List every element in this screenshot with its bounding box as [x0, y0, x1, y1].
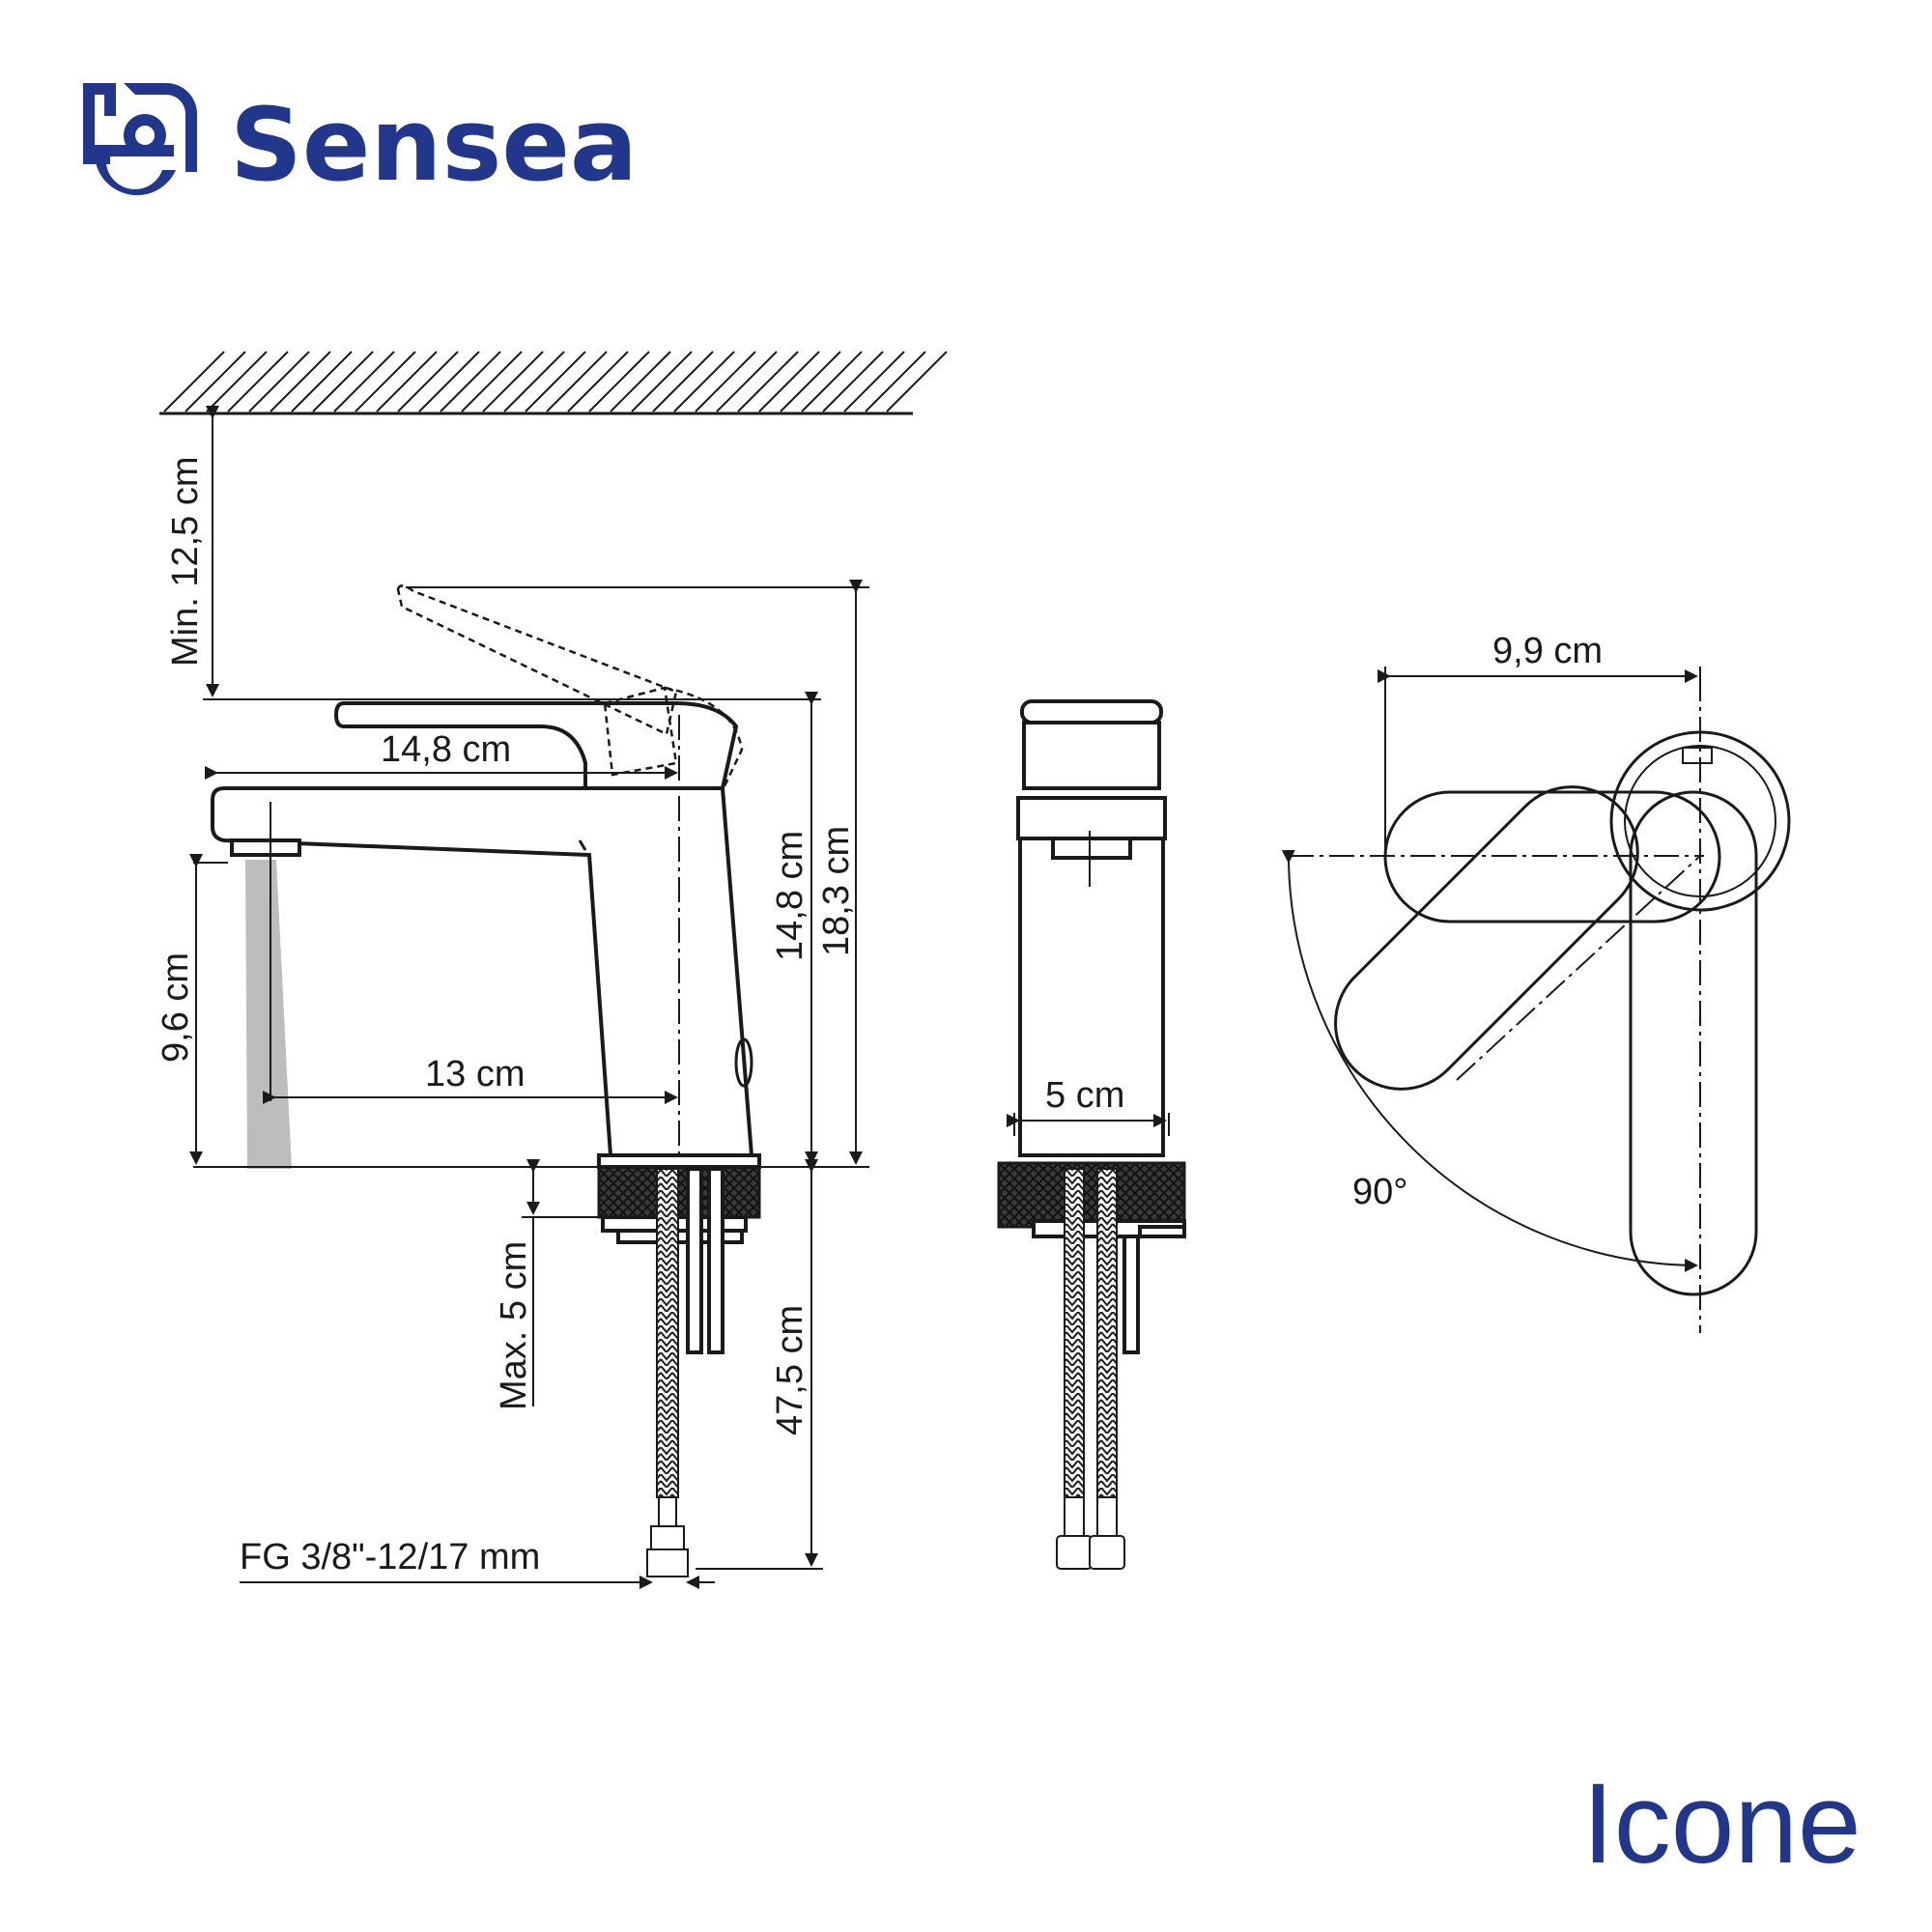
- dim-ceiling-clearance: Min. 12,5 cm: [165, 406, 821, 700]
- dim-spout-length: 14,8 cm: [205, 729, 678, 780]
- dim-spout-length-label: 14,8 cm: [381, 729, 511, 770]
- lifted-handle: [396, 584, 744, 791]
- dim-body-width: 5 cm: [1007, 1075, 1170, 1136]
- brand-name: Sensea: [230, 86, 638, 204]
- front-view: 5 cm: [997, 699, 1186, 1570]
- dim-spout-reach-label: 13 cm: [425, 1054, 525, 1094]
- dim-hose-length: 47,5 cm: [696, 1159, 823, 1570]
- front-hose-left: [1064, 1168, 1085, 1498]
- top-view: 9,9 cm 90°: [1281, 631, 1791, 1333]
- brand-logo: Sensea: [83, 83, 638, 204]
- supply-hose: [646, 1168, 689, 1577]
- dim-handle-length: 9,9 cm: [1378, 631, 1701, 850]
- dim-hose-length-label: 47,5 cm: [770, 1305, 810, 1435]
- dim-spout-reach: 13 cm: [263, 1054, 678, 1104]
- dim-handle-length-label: 9,9 cm: [1492, 631, 1603, 671]
- dim-body-height: 14,8 cm: [734, 692, 821, 1165]
- front-handle-top: [1020, 699, 1163, 724]
- model-name: Icone: [1582, 1760, 1861, 1888]
- dim-max-deck-label: Max. 5 cm: [494, 1241, 534, 1410]
- water-stream: [245, 860, 292, 1169]
- dim-spout-height-label: 9,6 cm: [156, 952, 196, 1063]
- dim-rotation-angle: 90°: [1281, 849, 1698, 1272]
- dim-body-height-label: 14,8 cm: [770, 831, 810, 961]
- sensea-logo-icon: [83, 83, 197, 196]
- handle-rest: [1629, 790, 1758, 1296]
- dim-total-height: 18,3 cm: [406, 580, 869, 1168]
- dim-ceiling-clearance-label: Min. 12,5 cm: [165, 456, 206, 667]
- side-view: Min. 12,5 cm 14,8 cm 9,6 cm 13 cm 14,8 c…: [156, 351, 948, 1589]
- dim-rotation-angle-label: 90°: [1352, 1172, 1407, 1212]
- dim-connection-label: FG 3/8"-12/17 mm: [240, 1537, 540, 1577]
- dim-max-deck: Max. 5 cm: [494, 1159, 618, 1410]
- front-mounting-nut: [997, 1161, 1186, 1229]
- dim-spout-height: 9,6 cm: [156, 854, 228, 1165]
- dim-body-width-label: 5 cm: [1045, 1075, 1124, 1116]
- dim-connection: FG 3/8"-12/17 mm: [240, 1537, 715, 1589]
- front-hose-right: [1096, 1168, 1118, 1498]
- dim-total-height-label: 18,3 cm: [816, 826, 857, 956]
- ceiling-hatch: [159, 351, 948, 415]
- faucet-body: [211, 786, 754, 1157]
